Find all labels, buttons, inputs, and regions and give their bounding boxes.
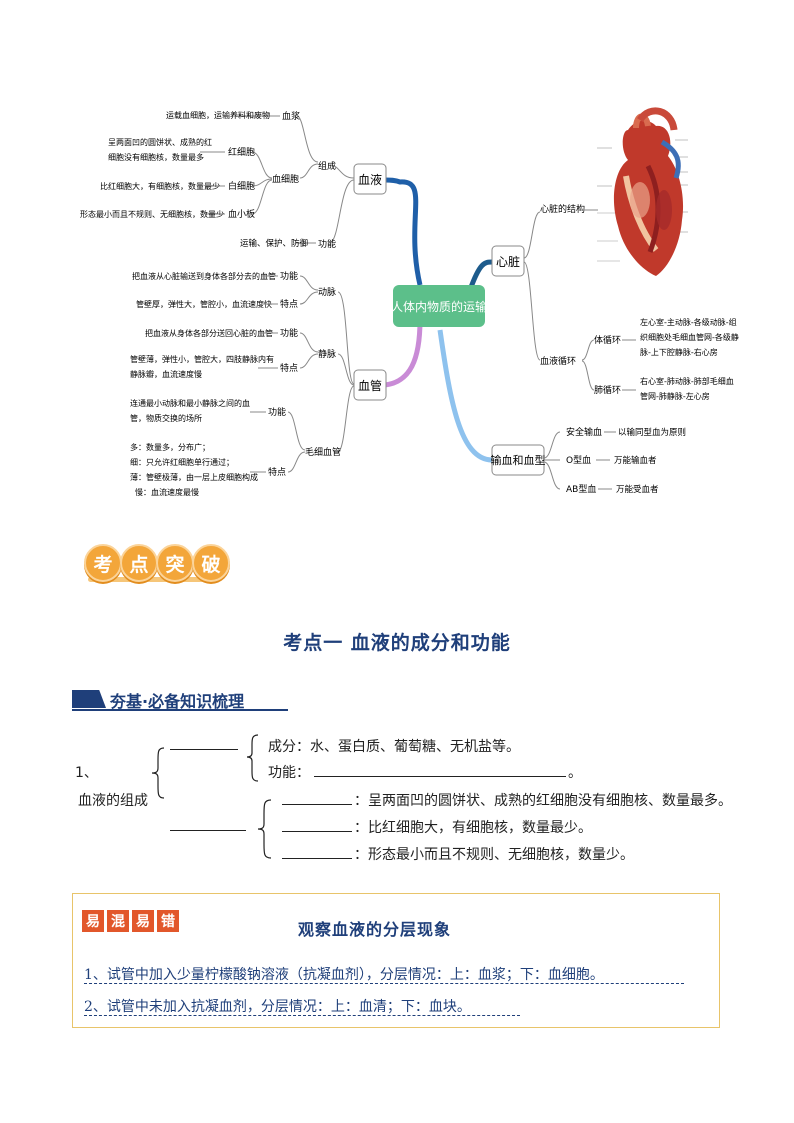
safe-desc: 以输同型血为原则 [618, 427, 686, 438]
rbc-label: 红细胞 [228, 146, 255, 158]
cells-label: 血细胞 [272, 173, 299, 185]
cap-func-desc-2: 管，物质交换的场所 [130, 413, 202, 423]
platelet-desc: 形态最小而且不规则、无细胞核，数量少 [80, 209, 224, 219]
tip-line-2: 2、试管中未加入抗凝血剂，分层情况：上：血清；下：血块。 [84, 999, 471, 1015]
transfusion-label: 输血和血型 [491, 453, 546, 467]
heart-label: 心脏 [496, 254, 520, 269]
brace-1 [151, 747, 165, 799]
vein-func: 功能 [280, 327, 298, 339]
vein-feat-desc-2: 静脉瓣，血流速度慢 [130, 369, 202, 379]
cap-feat-1: 多：数量多，分布广； [130, 442, 210, 452]
vein-label: 静脉 [318, 348, 336, 360]
badge-char: 破 [192, 544, 230, 582]
plasma-label: 血浆 [282, 110, 300, 122]
center-node [393, 285, 485, 327]
platelet-label: 血小板 [228, 208, 255, 220]
artery-feat-desc: 管壁厚，弹性大，管腔小，血流速度快 [136, 299, 272, 309]
blood-composition-heading: 血液的组成 [78, 793, 148, 809]
vein-feat-desc-1: 管壁薄，弹性小，管腔大，四肢静脉内有 [130, 354, 274, 364]
badge-char: 点 [120, 544, 158, 582]
cap-feat-4: 慢：血流速度最慢 [135, 487, 199, 497]
rbc-desc-1: 呈两面凹的圆饼状、成熟的红 [108, 137, 212, 147]
sub-heading-underline [72, 709, 288, 711]
tip-box [72, 893, 720, 1028]
function-end: 。 [568, 765, 582, 781]
tip-tag: 易 混 易 错 [82, 910, 179, 932]
plasma-desc: 运载血细胞，运输养料和废物 [166, 110, 270, 120]
systemic-desc-2: 织细胞处毛细血管网-各级静 [640, 332, 739, 342]
safe-label: 安全输血 [566, 426, 602, 438]
wbc-label: 白细胞 [228, 180, 255, 192]
section-badge: 考 点 突 破 [84, 544, 230, 582]
artery-feat: 特点 [280, 298, 298, 310]
pulmonary-label: 肺循环 [594, 384, 621, 396]
blood-node [353, 163, 387, 195]
tip-tag-char: 混 [107, 910, 129, 932]
ab-desc: 万能受血者 [616, 484, 659, 495]
artery-func-desc: 把血液从心脏输送到身体各部分去的血管 [132, 271, 276, 281]
systemic-desc-1: 左心室-主动脉-各级动脉-组 [640, 317, 737, 327]
artery-label: 动脉 [318, 286, 336, 298]
heart-node [491, 245, 525, 277]
tip-line-2-underline [84, 1015, 520, 1016]
blood-function: 功能 [318, 238, 336, 250]
badge-char: 突 [156, 544, 194, 582]
sub-heading: 夯基·必备知识梳理 [72, 688, 288, 711]
rbc-desc-2: 细胞没有细胞核，数量最多 [108, 152, 204, 162]
tip-tag-char: 错 [157, 910, 179, 932]
vessel-label: 血管 [358, 378, 382, 393]
cap-func-desc-1: 连通最小动脉和最小静脉之间的血 [130, 398, 250, 408]
heart-structure: 心脏的结构 [540, 203, 585, 215]
ab-label: AB型血 [566, 483, 596, 495]
tip-line-1-underline [84, 983, 684, 984]
mindmap: 人体内物质的运输 血液 组成 功能 血浆 运载血细胞，运输养料和废物 血细胞 红… [80, 107, 739, 497]
capillary-label: 毛细血管 [305, 446, 341, 458]
platelet-line: ：形态最小而且不规则、无细胞核，数量少。 [354, 847, 634, 863]
badge-char: 考 [84, 544, 122, 582]
answer-blank-2[interactable] [170, 830, 246, 831]
pulmonary-desc-1: 右心室-肺动脉-肺部毛细血 [640, 376, 734, 386]
brace-3 [257, 799, 272, 859]
vein-feat: 特点 [280, 362, 298, 374]
vein-func-desc: 把血液从身体各部分送回心脏的血管 [145, 328, 273, 338]
brace-2 [246, 734, 259, 782]
sub-heading-label: 夯基·必备知识梳理 [110, 692, 245, 711]
pulmonary-desc-2: 管网-肺静脉-左心房 [640, 391, 710, 401]
blood-function-desc: 运输、保护、防御 [240, 238, 308, 249]
heart-circulation: 血液循环 [540, 355, 576, 367]
blood-composition: 组成 [318, 160, 336, 172]
wbc-desc: 比红细胞大，有细胞核，数量最少 [100, 181, 220, 191]
tip-tag-char: 易 [132, 910, 154, 932]
cap-feat: 特点 [268, 466, 286, 478]
blood-label: 血液 [358, 172, 382, 187]
answer-blank-platelet[interactable] [282, 858, 352, 859]
answer-blank-function[interactable] [314, 776, 566, 777]
rbc-line: ：呈两面凹的圆饼状、成熟的红细胞没有细胞核、数量最多。 [354, 793, 732, 809]
center-label: 人体内物质的运输 [391, 299, 487, 314]
o-label: O型血 [566, 454, 591, 466]
tip-title: 观察血液的分层现象 [298, 920, 452, 939]
composition-line: 成分：水、蛋白质、葡萄糖、无机盐等。 [268, 739, 520, 755]
heart-illustration [597, 107, 688, 276]
cap-func: 功能 [268, 406, 286, 418]
badge-underbar [88, 577, 220, 582]
answer-blank-wbc[interactable] [282, 831, 352, 832]
answer-blank-rbc[interactable] [282, 804, 352, 805]
section-title: 考点一 血液的成分和功能 [283, 632, 511, 654]
answer-blank-1[interactable] [170, 749, 238, 750]
systemic-desc-3: 脉-上下腔静脉-右心房 [640, 347, 718, 357]
sub-heading-marker [72, 690, 106, 708]
wbc-line: ：比红细胞大，有细胞核，数量最少。 [354, 820, 592, 836]
cap-feat-3: 薄：管壁极薄，由一层上皮细胞构成 [130, 472, 258, 482]
tip-tag-char: 易 [82, 910, 104, 932]
function-label: 功能： [268, 765, 310, 781]
artery-func: 功能 [280, 270, 298, 282]
item-number: 1、 [75, 765, 98, 781]
systemic-label: 体循环 [594, 334, 621, 346]
cap-feat-2: 细：只允许红细胞单行通过； [130, 457, 234, 467]
o-desc: 万能输血者 [614, 455, 657, 466]
tip-line-1: 1、试管中加入少量柠檬酸钠溶液（抗凝血剂），分层情况：上：血浆；下：血细胞。 [84, 967, 604, 983]
